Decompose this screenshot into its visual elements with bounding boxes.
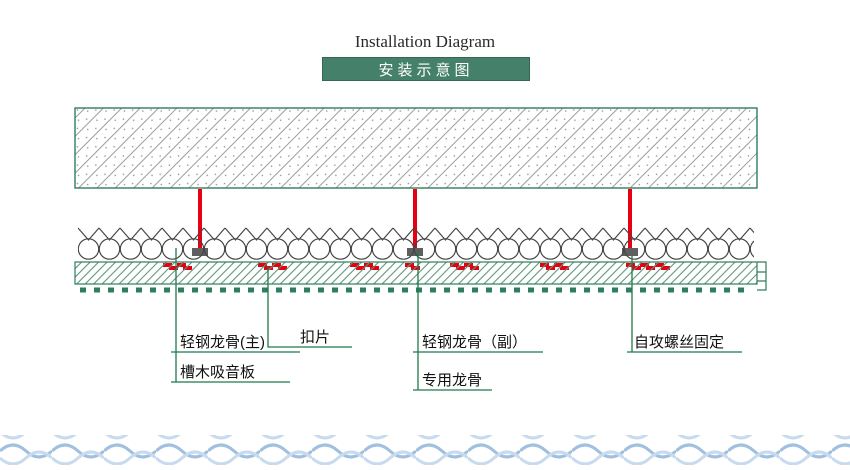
page-title-english: Installation Diagram: [354, 32, 496, 51]
label-screw-fix: 自攻螺丝固定: [634, 334, 725, 351]
keel-spring-row: [78, 222, 754, 262]
wave-border: [0, 435, 850, 465]
label-main-keel: 轻钢龙骨(主): [180, 334, 265, 351]
title-banner: 安装示意图: [322, 57, 530, 81]
leader-line-clip: [267, 266, 352, 348]
leader-line-screw: [627, 256, 742, 353]
label-acoustic-panel: 槽木吸音板: [180, 364, 256, 381]
acoustic-panel-body: [74, 261, 758, 285]
panel-end-profile: [757, 261, 767, 291]
label-clip: 扣片: [300, 329, 331, 346]
page-title-chinese: 安装示意图: [378, 61, 474, 79]
concrete-slab: [74, 107, 758, 189]
label-special-keel: 专用龙骨: [422, 372, 483, 389]
leader-lines: [171, 248, 742, 391]
leader-line-main-keel-panel: [171, 248, 300, 383]
leader-line-sub-keel-special: [413, 250, 543, 391]
label-sub-keel: 轻钢龙骨（副）: [422, 334, 528, 351]
